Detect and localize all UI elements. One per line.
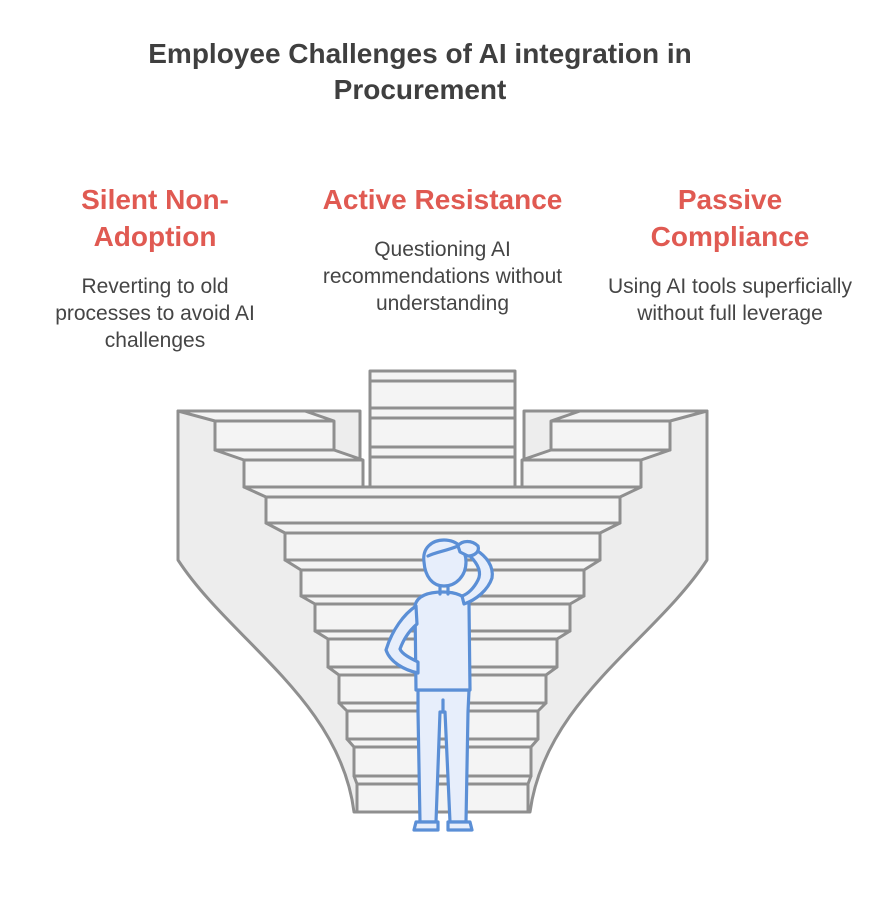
- challenge-description: Questioning AI recommendations without u…: [322, 238, 563, 315]
- right-upper-steps: [520, 409, 709, 489]
- main-steps: [242, 485, 643, 814]
- challenge-active-resistance: Active Resistance Questioning AI recomme…: [310, 181, 575, 317]
- challenge-silent-non-adoption: Silent Non-Adoption Reverting to old pro…: [40, 181, 270, 354]
- person-scratching-head-icon: [384, 538, 494, 832]
- center-top-stack: [368, 369, 517, 489]
- diagram-title: Employee Challenges of AI integration in…: [148, 38, 692, 105]
- challenge-passive-compliance: Passive Compliance Using AI tools superf…: [600, 181, 860, 327]
- challenge-description: Using AI tools superficially without ful…: [608, 275, 852, 325]
- left-upper-steps: [176, 409, 365, 489]
- challenge-description: Reverting to old processes to avoid AI c…: [55, 275, 255, 352]
- challenge-heading: Silent Non-Adoption: [81, 184, 229, 252]
- challenge-heading: Active Resistance: [322, 184, 563, 215]
- challenge-heading: Passive Compliance: [650, 184, 810, 252]
